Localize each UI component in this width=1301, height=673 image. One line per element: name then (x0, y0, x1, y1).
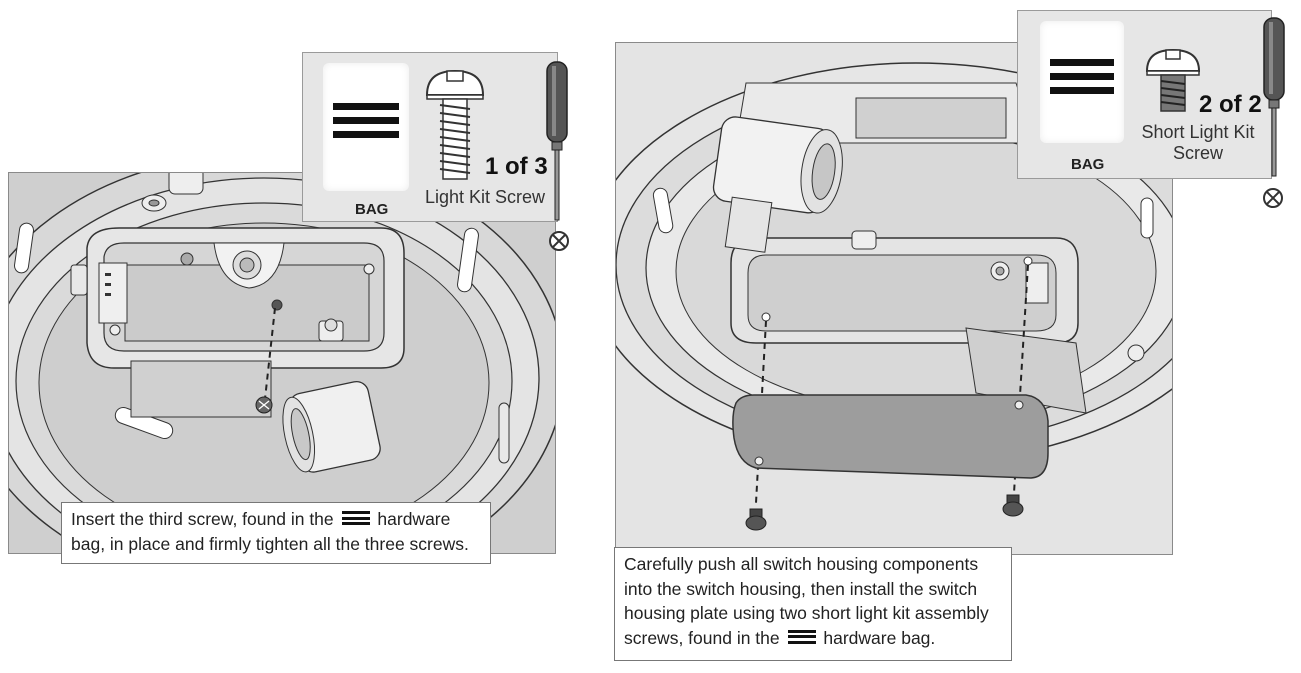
screw-count: 2 of 2 (1199, 91, 1262, 118)
screw-name: Light Kit Screw (424, 187, 546, 207)
screwdriver-icon (546, 61, 569, 251)
caption-text-part-1: Insert the third screw, found in the (71, 509, 334, 529)
instruction-caption-left: Insert the third screw, found in the har… (61, 502, 491, 564)
hardware-callout-right: BAG 2 of 2 Short Light Kit Screw (1017, 10, 1272, 179)
caption-text-part-2: hardware bag. (823, 627, 936, 648)
screw-icon (425, 69, 485, 180)
left-illustration (8, 172, 556, 554)
instruction-caption-right: Carefully push all switch housing compon… (614, 547, 1012, 661)
bag-label: BAG (1071, 156, 1105, 173)
screw-name: Short Light Kit Screw (1141, 122, 1255, 163)
hardware-bag-icon (1040, 21, 1124, 143)
caption-text-part-1: Carefully push all switch housing compon… (624, 554, 989, 648)
hardware-bag-icon (787, 629, 816, 644)
caption-text-part-2: hardware bag, in place and firmly tighte… (71, 509, 469, 554)
hardware-bag-icon (323, 63, 409, 191)
short-screw-icon (1145, 48, 1201, 112)
screw-count: 1 of 3 (485, 153, 548, 180)
hardware-callout-left: BAG 1 of 3 Light Kit Screw (302, 52, 558, 222)
bag-label: BAG (355, 201, 389, 218)
screwdriver-icon (1263, 17, 1285, 208)
hardware-bag-icon (341, 511, 370, 526)
